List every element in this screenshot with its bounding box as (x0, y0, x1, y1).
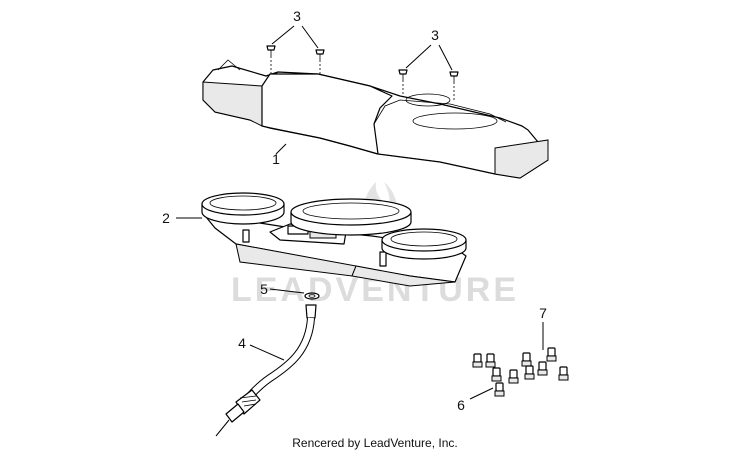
screw-icon (266, 45, 276, 74)
bulb-icon (546, 347, 557, 362)
bulb-icon (537, 361, 548, 376)
bulb-icon (491, 367, 502, 382)
callout-2: 2 (162, 210, 170, 226)
part-1-cover (202, 59, 549, 179)
gauge-right (381, 228, 467, 260)
credit-line: Rencered by LeadVenture, Inc. (292, 436, 458, 450)
screw-icon (398, 69, 408, 96)
gauge-left (201, 192, 285, 225)
callout-4: 4 (238, 335, 246, 351)
cluster-posts (242, 229, 387, 267)
part-3-screws (266, 45, 459, 100)
callout-3: 3 (431, 27, 439, 43)
bulb-icon (558, 366, 569, 381)
bulb-icon (508, 369, 519, 384)
part-4-cable (215, 304, 317, 437)
bulb-icon (494, 382, 505, 397)
parts-6-7-bulbs (472, 347, 569, 397)
bulb-icon (472, 353, 483, 368)
screw-icon (315, 49, 325, 76)
bulb-icon (521, 352, 532, 367)
callout-3: 3 (293, 8, 301, 24)
part-5-ring (304, 292, 320, 300)
leader-lines (176, 25, 544, 400)
part-2-instrument-cluster (201, 192, 467, 287)
callout-5: 5 (260, 281, 268, 297)
screw-icon (449, 71, 459, 100)
gauge-center (290, 198, 412, 236)
callout-1: 1 (272, 151, 280, 167)
callout-7: 7 (539, 305, 547, 321)
callout-6: 6 (457, 397, 465, 413)
bulb-icon (524, 365, 535, 380)
callouts: 3 3 1 2 5 4 7 6 (162, 8, 547, 413)
bulb-icon (485, 353, 496, 368)
